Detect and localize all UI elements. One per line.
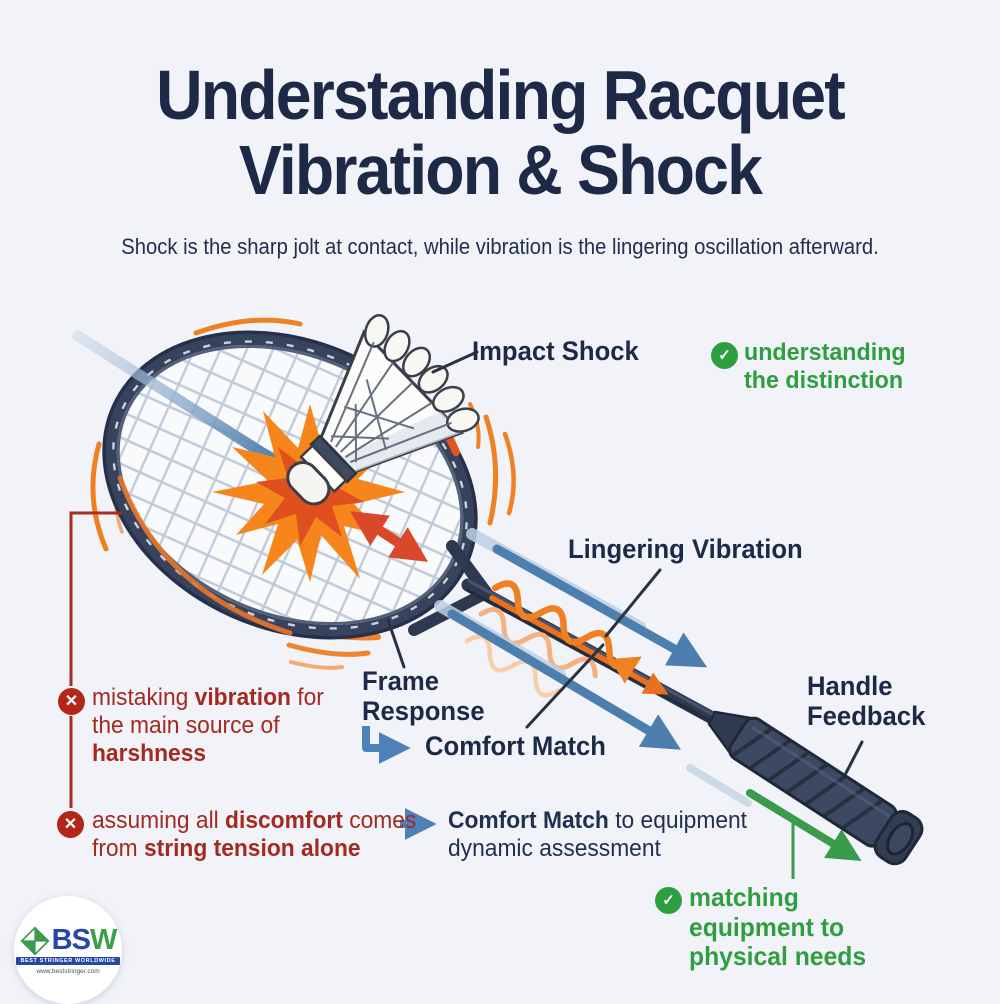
label-comfort-match: Comfort Match [425,731,606,761]
handle-benefit-connector [746,789,862,879]
label-lingering-vibration: Lingering Vibration [568,534,803,564]
logo-name-bs: BS [51,924,91,956]
check-circle-icon: ✓ [711,342,738,369]
note-comfort-match: Comfort Match to equipment dynamic asses… [448,807,748,863]
x-circle-icon: ✕ [58,688,85,715]
check-circle-icon: ✓ [655,887,682,914]
label-frame-response: Frame Response [362,666,485,727]
frame-response-flow-arrow [362,726,411,764]
page-title-line2: Vibration & Shock [238,130,763,209]
note-bold: Comfort Match [448,807,609,834]
warning-text: for the main source of [92,684,324,740]
logo-name: BSW [51,924,118,956]
warning-mistaking-vibration: mistaking vibration for the main source … [92,684,331,768]
logo-tagline: BEST STRINGER WORLDWIDE [16,956,120,965]
warning-text-bold: string tension alone [143,835,361,863]
warning-text-bold: harshness [92,740,207,768]
page-subtitle: Shock is the sharp jolt at contact, whil… [121,234,879,259]
benefit-matching: matching equipment to physical needs [689,882,867,972]
warning-text: assuming all [92,807,226,834]
benefit-understanding: understanding the distinction [744,339,906,394]
check-glyph: ✓ [718,347,731,364]
warning-text-bold: discomfort [225,807,343,834]
page-title-line1: Understanding Racquet [156,56,846,134]
warning-connector [69,511,122,808]
logo-row: BSW [20,926,117,956]
racquet-handle [728,716,924,866]
logo-bsw: BSW BEST STRINGER WORLDWIDE www.beststri… [14,896,122,1004]
check-glyph: ✓ [662,892,675,909]
x-glyph: ✕ [63,815,78,833]
shock-rebound-arrow [349,511,429,562]
leader-lines [386,350,864,775]
label-impact-shock: Impact Shock [472,336,639,366]
shaft-arrows [434,528,752,807]
vibration-wave-main [489,580,669,695]
note-rest: to equipment dynamic assessment [448,807,748,863]
x-glyph: ✕ [64,692,79,710]
logo-shuttle-icon [20,925,50,956]
warning-text-bold: vibration [194,684,291,711]
shuttlecock [286,314,480,506]
page-title: Understanding Racquet Vibration & Shock [40,58,960,208]
warning-text: comes from [92,807,417,863]
logo-url: www.beststringer.com [36,967,100,975]
vibration-wave-echoes [464,607,598,698]
warning-text: mistaking [92,684,195,711]
warning-string-tension: assuming all discomfort comes from strin… [92,807,445,863]
x-circle-icon: ✕ [57,811,84,838]
label-handle-feedback: Handle Feedback [807,671,926,732]
logo-name-w: W [89,924,117,956]
